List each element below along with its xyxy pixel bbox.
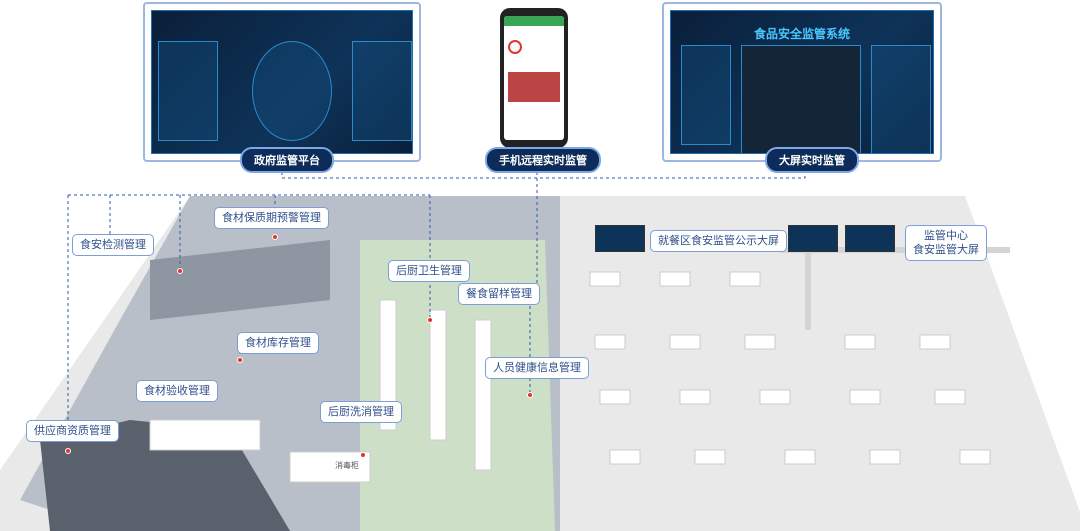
module-disinfection: 后厨洗消管理 (320, 401, 402, 423)
module-food-testing: 食安检测管理 (72, 234, 154, 256)
location-pin-icon (360, 452, 366, 458)
module-meal-sample: 餐食留样管理 (458, 283, 540, 305)
platform-label-gov: 政府监管平台 (240, 147, 334, 173)
big-screen-monitor: 食品安全监管系统 (662, 2, 942, 162)
big-screen-title: 食品安全监管系统 (753, 27, 850, 41)
platform-label-bigscreen: 大屏实时监管 (765, 147, 859, 173)
platform-label-mobile: 手机远程实时监管 (485, 147, 601, 173)
center-screen-line2: 食安监管大屏 (913, 243, 979, 256)
center-screen-icon-2 (845, 225, 895, 252)
module-shelf-life: 食材保质期预警管理 (214, 207, 329, 229)
location-pin-icon (527, 392, 533, 398)
module-kitchen-hygiene: 后厨卫生管理 (388, 260, 470, 282)
location-pin-icon (237, 357, 243, 363)
gov-platform-monitor (143, 2, 421, 162)
location-pin-icon (272, 234, 278, 240)
dining-screen-label: 就餐区食安监管公示大屏 (650, 230, 787, 252)
module-inventory: 食材库存管理 (237, 332, 319, 354)
center-screen-icon-1 (788, 225, 838, 252)
mobile-phone (500, 8, 568, 148)
center-screen-label: 监管中心食安监管大屏 (905, 225, 987, 261)
location-pin-icon (427, 317, 433, 323)
center-screen-line1: 监管中心 (924, 229, 968, 242)
module-staff-health: 人员健康信息管理 (485, 357, 589, 379)
module-acceptance: 食材验收管理 (136, 380, 218, 402)
location-pin-icon (177, 268, 183, 274)
location-pin-icon (65, 448, 71, 454)
module-supplier: 供应商资质管理 (26, 420, 119, 442)
dining-screen-icon (595, 225, 645, 252)
cabinet-label: 消毒柜 (335, 461, 359, 470)
